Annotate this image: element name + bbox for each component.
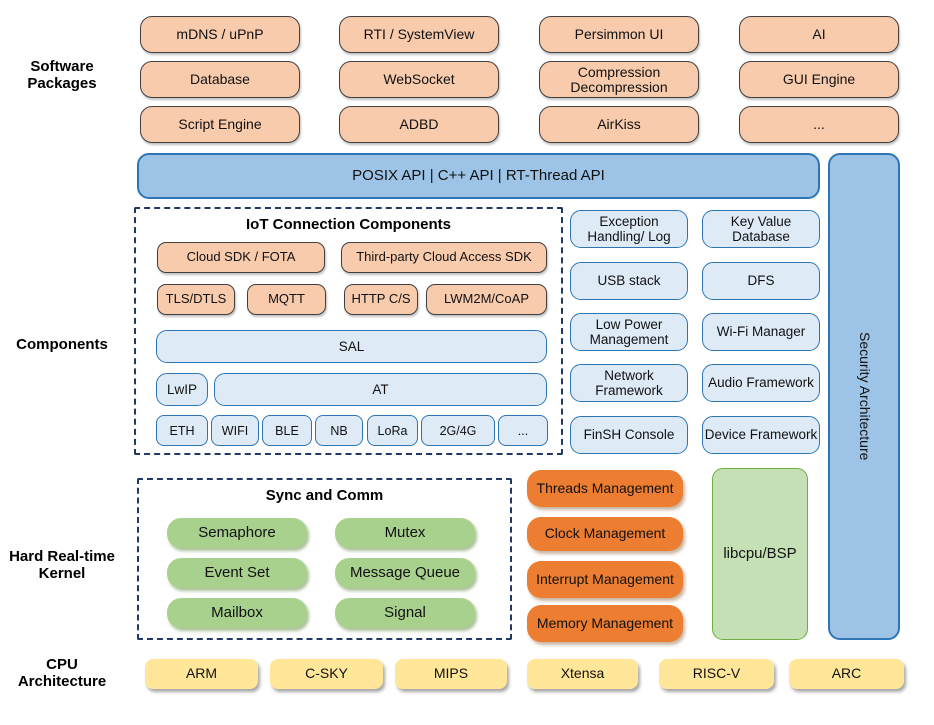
package-box: mDNS / uPnP xyxy=(140,16,300,53)
cpu-box: ARC xyxy=(789,659,904,689)
component-box: Key Value Database xyxy=(702,210,820,248)
cpu-box: MIPS xyxy=(395,659,507,689)
sync-box: Mailbox xyxy=(167,598,307,628)
iot-title: IoT Connection Components xyxy=(246,216,451,233)
mgmt-box: Memory Management xyxy=(527,605,683,642)
cpu-box: C-SKY xyxy=(270,659,383,689)
package-box: ... xyxy=(739,106,899,143)
protocol-box: HTTP C/S xyxy=(344,284,418,315)
component-box: Network Framework xyxy=(570,364,688,402)
iot-dashed-frame xyxy=(134,207,563,455)
package-box: AirKiss xyxy=(539,106,699,143)
component-box: Exception Handling/ Log xyxy=(570,210,688,248)
package-box: RTI / SystemView xyxy=(339,16,499,53)
sync-box: Message Queue xyxy=(335,558,475,588)
iot-box: Cloud SDK / FOTA xyxy=(157,242,325,273)
posix-api-bar: POSIX API | C++ API | RT-Thread API xyxy=(137,153,820,199)
iot-box: Third-party Cloud Access SDK xyxy=(341,242,547,273)
package-box: Persimmon UI xyxy=(539,16,699,53)
section-label-cpu: CPU Architecture xyxy=(17,656,107,691)
link-box: NB xyxy=(315,415,363,446)
cpu-box: ARM xyxy=(145,659,258,689)
mgmt-box: Threads Management xyxy=(527,470,683,507)
protocol-box: LWM2M/CoAP xyxy=(426,284,547,315)
link-box: LoRa xyxy=(367,415,418,446)
component-box: Audio Framework xyxy=(702,364,820,402)
section-label-components: Components xyxy=(16,336,108,353)
cpu-box: Xtensa xyxy=(527,659,638,689)
sync-title: Sync and Comm xyxy=(265,487,384,504)
component-box: Wi-Fi Manager xyxy=(702,313,820,351)
component-box: DFS xyxy=(702,262,820,300)
section-label-software-packages: Software Packages xyxy=(27,58,97,93)
sync-box: Signal xyxy=(335,598,475,628)
link-box: WIFI xyxy=(211,415,259,446)
section-label-kernel: Hard Real-time Kernel xyxy=(9,548,115,583)
component-box: FinSH Console xyxy=(570,416,688,454)
package-box: Database xyxy=(140,61,300,98)
link-box: ETH xyxy=(156,415,208,446)
package-box: WebSocket xyxy=(339,61,499,98)
link-box: 2G/4G xyxy=(421,415,495,446)
protocol-box: TLS/DTLS xyxy=(157,284,235,315)
component-box: Device Framework xyxy=(702,416,820,454)
component-box: Low Power Management xyxy=(570,313,688,351)
package-box: Script Engine xyxy=(140,106,300,143)
kernel-dashed-frame xyxy=(137,478,512,640)
package-box: AI xyxy=(739,16,899,53)
sal-bar: SAL xyxy=(156,330,547,363)
at-bar: AT xyxy=(214,373,547,406)
protocol-box: MQTT xyxy=(247,284,326,315)
package-box: Compression Decompression xyxy=(539,61,699,98)
component-box: USB stack xyxy=(570,262,688,300)
libcpu-box: libcpu/BSP xyxy=(712,468,808,640)
sync-box: Semaphore xyxy=(167,518,307,548)
security-architecture-bar: Security Architecture xyxy=(828,153,900,640)
mgmt-box: Clock Management xyxy=(527,517,683,551)
cpu-box: RISC-V xyxy=(659,659,774,689)
package-box: ADBD xyxy=(339,106,499,143)
sync-box: Event Set xyxy=(167,558,307,588)
lwip-box: LwIP xyxy=(156,373,208,406)
link-box: BLE xyxy=(262,415,312,446)
sync-box: Mutex xyxy=(335,518,475,548)
mgmt-box: Interrupt Management xyxy=(527,561,683,598)
package-box: GUI Engine xyxy=(739,61,899,98)
link-box: ... xyxy=(498,415,548,446)
